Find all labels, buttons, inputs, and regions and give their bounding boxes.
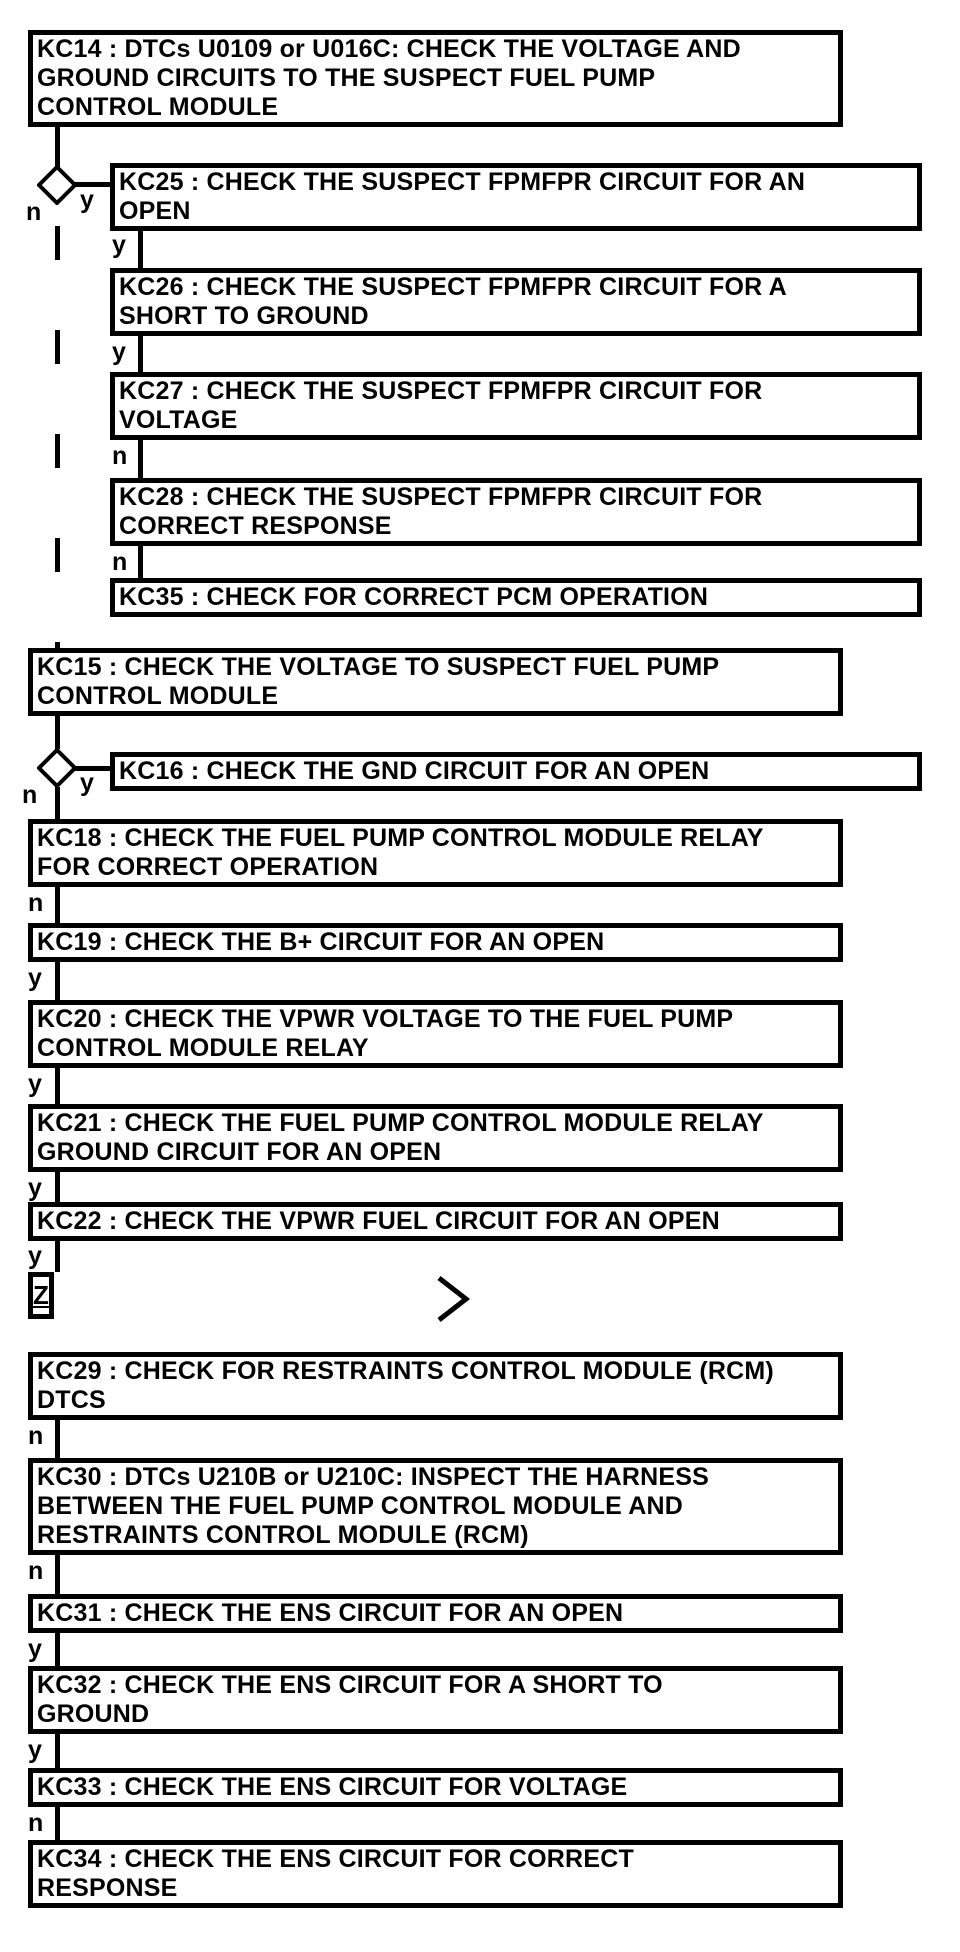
connector-line-dashed [55,226,60,648]
flow-box-kc25: KC25 : CHECK THE SUSPECT FPMFPR CIRCUIT … [110,163,922,231]
connector-line [55,1734,60,1768]
branch-label-no: n [28,1422,44,1450]
branch-label-no: n [28,1809,44,1837]
branch-label-yes: y [28,1242,42,1270]
branch-label-yes: y [112,231,126,259]
flow-box-kc22: KC22 : CHECK THE VPWR FUEL CIRCUIT FOR A… [28,1202,843,1241]
branch-label-yes: y [112,338,126,366]
connector-line [55,1068,60,1104]
connector-line [55,1633,60,1666]
branch-label-no: n [112,548,128,576]
connector-line [55,1172,60,1202]
connector-line [138,336,143,372]
branch-label-no: n [28,889,44,917]
flow-box-kc19: KC19 : CHECK THE B+ CIRCUIT FOR AN OPEN [28,923,843,962]
decision-diamond-kc14 [37,165,77,205]
flow-box-kc31: KC31 : CHECK THE ENS CIRCUIT FOR AN OPEN [28,1594,843,1633]
connector-line [55,1807,60,1840]
flow-box-kc34: KC34 : CHECK THE ENS CIRCUIT FOR CORRECT… [28,1840,843,1908]
flow-box-kc35: KC35 : CHECK FOR CORRECT PCM OPERATION [110,578,922,617]
flow-box-kc30: KC30 : DTCs U210B or U210C: INSPECT THE … [28,1458,843,1555]
branch-label-yes: y [28,1635,42,1663]
connector-line [55,127,60,167]
flow-box-kc15: KC15 : CHECK THE VOLTAGE TO SUSPECT FUEL… [28,648,843,716]
flow-box-kc16: KC16 : CHECK THE GND CIRCUIT FOR AN OPEN [110,752,922,791]
branch-label-yes: y [28,1070,42,1098]
flow-box-kc26: KC26 : CHECK THE SUSPECT FPMFPR CIRCUIT … [110,268,922,336]
connector-line [55,1420,60,1458]
branch-label-yes: y [80,769,94,797]
connector-line [55,1241,60,1272]
flow-box-kc33: KC33 : CHECK THE ENS CIRCUIT FOR VOLTAGE [28,1768,843,1807]
branch-label-yes: y [28,1174,42,1202]
connector-line [73,182,110,187]
connector-line [138,231,143,268]
offpage-connector-z: Z [28,1272,54,1319]
offpage-connector-label: Z [33,1280,49,1310]
connector-line [73,766,110,771]
decision-diamond-kc15 [37,748,77,788]
continuation-chevron-icon [437,1276,471,1322]
branch-label-no: n [26,198,42,226]
branch-label-yes: y [28,964,42,992]
flow-box-kc14: KC14 : DTCs U0109 or U016C: CHECK THE VO… [28,30,843,127]
branch-label-no: n [28,1557,44,1585]
flow-box-kc18: KC18 : CHECK THE FUEL PUMP CONTROL MODUL… [28,819,843,887]
branch-label-yes: y [28,1736,42,1764]
connector-line [55,716,60,749]
connector-line [138,546,143,578]
connector-line [55,887,60,923]
flow-box-kc27: KC27 : CHECK THE SUSPECT FPMFPR CIRCUIT … [110,372,922,440]
flow-box-kc21: KC21 : CHECK THE FUEL PUMP CONTROL MODUL… [28,1104,843,1172]
flow-box-kc32: KC32 : CHECK THE ENS CIRCUIT FOR A SHORT… [28,1666,843,1734]
connector-line [55,787,60,819]
branch-label-no: n [22,781,38,809]
flow-box-kc20: KC20 : CHECK THE VPWR VOLTAGE TO THE FUE… [28,1000,843,1068]
flow-box-kc29: KC29 : CHECK FOR RESTRAINTS CONTROL MODU… [28,1352,843,1420]
connector-line [138,440,143,478]
connector-line [55,1555,60,1594]
branch-label-no: n [112,442,128,470]
connector-line [55,962,60,1000]
flow-box-kc28: KC28 : CHECK THE SUSPECT FPMFPR CIRCUIT … [110,478,922,546]
branch-label-yes: y [80,186,94,214]
